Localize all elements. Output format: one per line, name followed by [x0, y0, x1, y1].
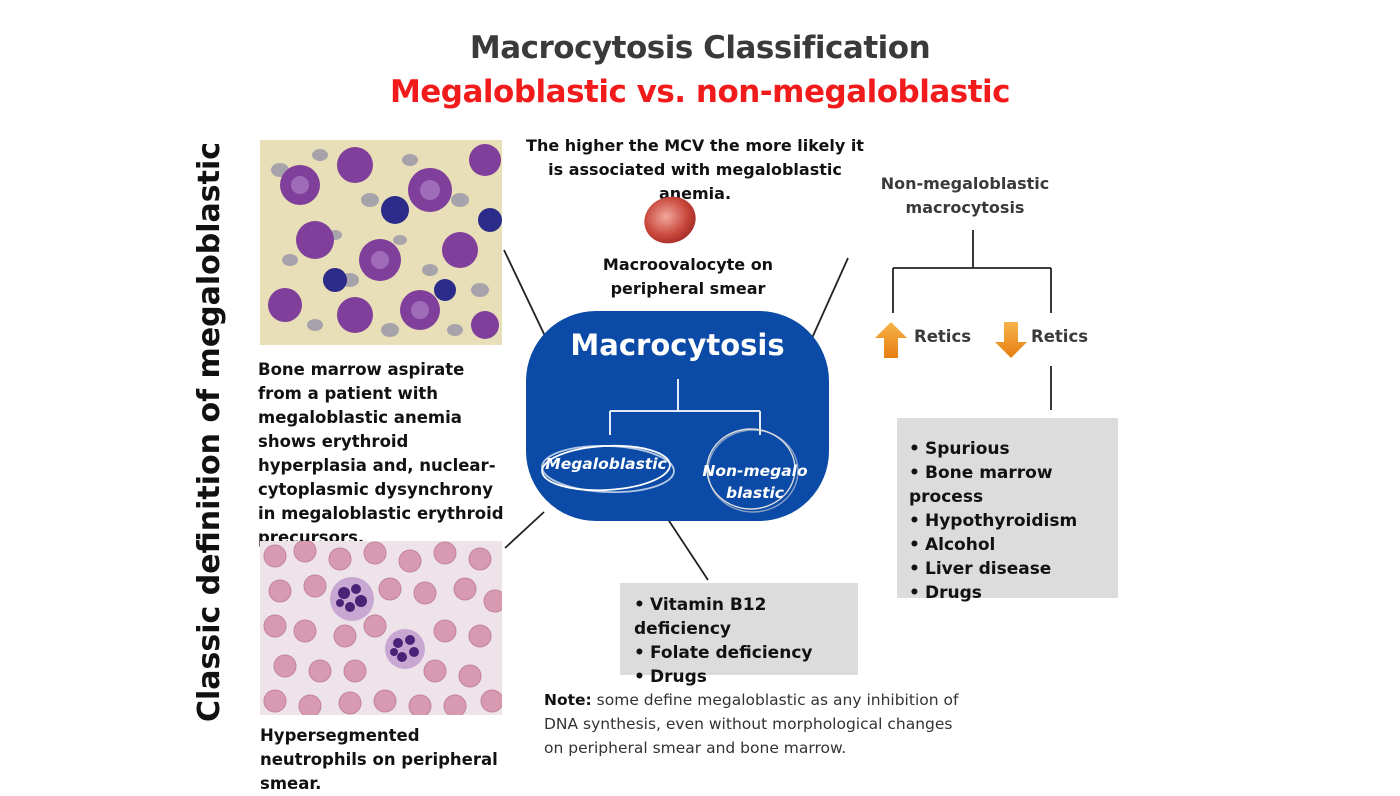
list-item: Bone marrow process — [909, 461, 1118, 509]
list-item: Drugs — [634, 665, 858, 689]
megaloblastic-causes-list: Vitamin B12 deficiency Folate deficiency… — [620, 583, 858, 689]
macroovalocyte-icon — [640, 194, 700, 246]
bone-marrow-micrograph — [260, 140, 502, 345]
macroovalocyte-label: Macroovalocyte on peripheral smear — [602, 255, 774, 298]
list-item: Folate deficiency — [634, 641, 858, 665]
megaloblastic-label: Megaloblastic — [545, 455, 667, 473]
page-subtitle: Megaloblastic vs. non-megaloblastic — [389, 74, 1011, 110]
list-item: Vitamin B12 deficiency — [634, 593, 858, 641]
list-item: Hypothyroidism — [909, 509, 1118, 533]
arrow-up-icon — [873, 320, 909, 360]
mcv-note: The higher the MCV the more likely it is… — [526, 136, 864, 203]
list-item: Drugs — [909, 581, 1118, 605]
megaloblastic-causes-box: Vitamin B12 deficiency Folate deficiency… — [620, 583, 858, 687]
non-megaloblastic-causes-list: Spurious Bone marrow process Hypothyroid… — [897, 418, 1118, 605]
arrow-down-icon — [993, 320, 1029, 360]
list-item: Spurious — [909, 437, 1118, 461]
macrocytosis-branches — [541, 379, 799, 513]
retics-up-label: Retics — [914, 327, 972, 346]
page-title: Macrocytosis Classification — [469, 30, 931, 66]
list-item: Liver disease — [909, 557, 1118, 581]
list-item: Alcohol — [909, 533, 1118, 557]
non-megaloblastic-label: Non-megaloblastic — [690, 460, 820, 504]
macrocytosis-panel — [526, 311, 829, 521]
non-megaloblastic-causes-box: Spurious Bone marrow process Hypothyroid… — [897, 418, 1118, 603]
non-megaloblastic-text: Non-megaloblastic — [702, 462, 808, 502]
non-megaloblastic-title: Non-megaloblastic macrocytosis — [880, 174, 1050, 217]
footnote-label: Note: — [544, 691, 592, 709]
footnote: Note: some define megaloblastic as any i… — [544, 688, 964, 760]
neutrophil-micrograph — [260, 541, 502, 715]
footnote-text: some define megaloblastic as any inhibit… — [544, 691, 959, 757]
macrocytosis-title: Macrocytosis — [570, 328, 785, 362]
retics-down-label: Retics — [1031, 327, 1089, 346]
